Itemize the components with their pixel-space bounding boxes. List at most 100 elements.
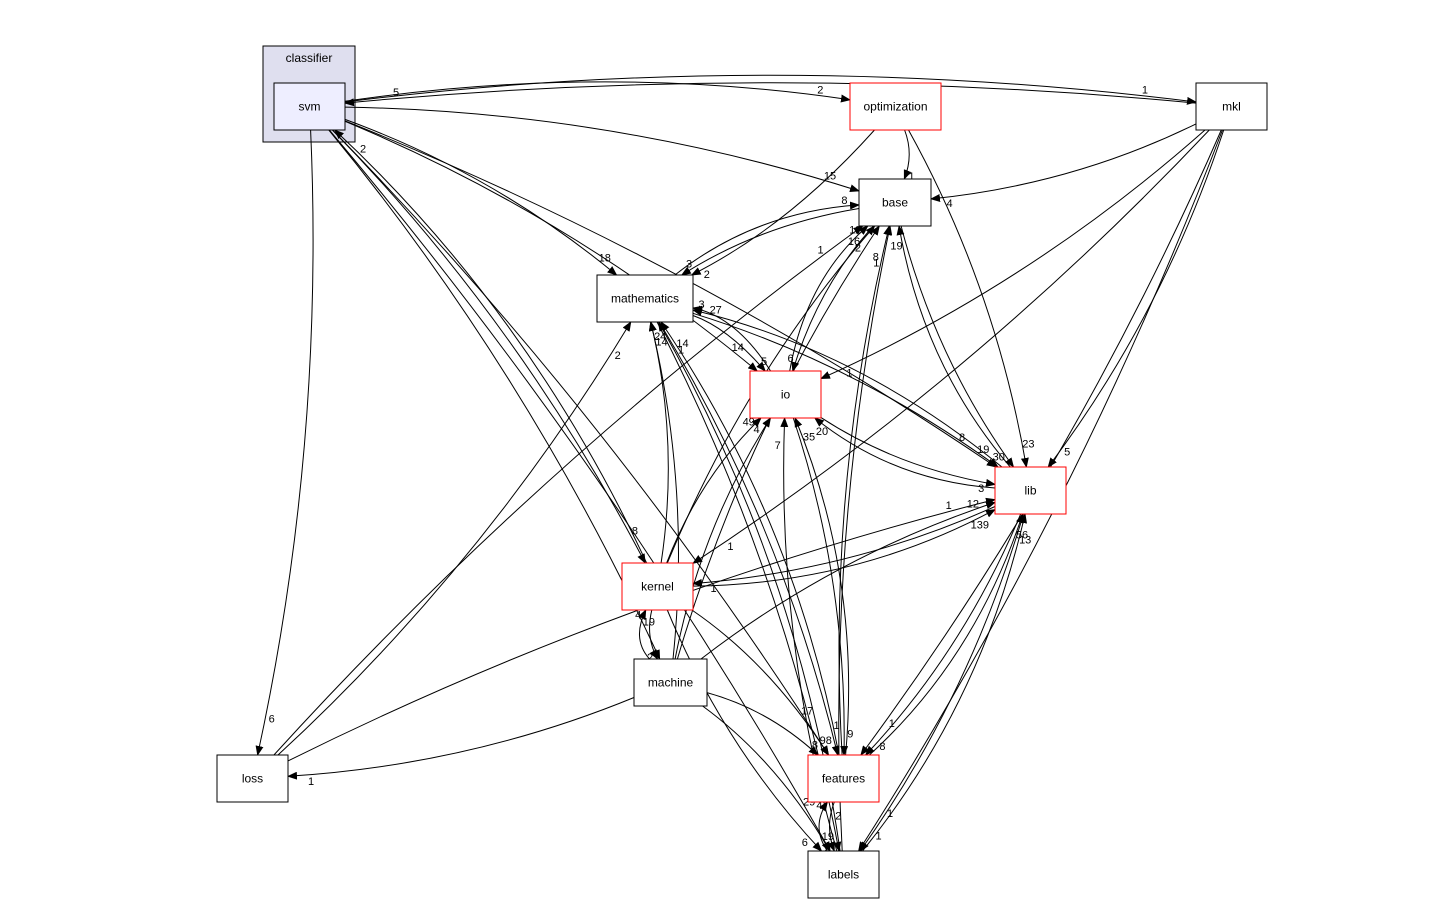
edge-label-io-to-features[interactable]: 9 xyxy=(847,728,853,740)
edge-label-io-to-base[interactable]: 12 xyxy=(849,224,861,236)
edge-label-mkl-to-kernel[interactable]: 1 xyxy=(727,541,733,553)
edge-label-labels-to-io[interactable]: 7 xyxy=(775,440,781,452)
edge-label-mathematics-to-lib[interactable]: 19 xyxy=(977,444,989,456)
node-box-machine[interactable] xyxy=(633,658,708,707)
edge-label-machine-to-features[interactable]: 8 xyxy=(812,739,818,751)
edge-label-optimization-to-mathematics[interactable]: 2 xyxy=(704,269,710,281)
edge-label-kernel-to-features[interactable]: 98 xyxy=(820,735,832,747)
edge-label-lib-to-kernel[interactable]: 1 xyxy=(711,583,717,595)
edge-label-features-to-mathematics[interactable]: 14 xyxy=(676,338,688,350)
node-kernel[interactable]: kernel xyxy=(621,562,694,611)
edge-label-features-to-lib[interactable]: 56 xyxy=(1016,530,1028,542)
edge-label-svm-to-mathematics[interactable]: 18 xyxy=(599,253,611,265)
edge-label-labels-to-mathematics[interactable]: 1 xyxy=(678,345,684,357)
node-box-labels[interactable] xyxy=(807,850,880,899)
node-labels[interactable]: labels xyxy=(807,850,880,899)
node-box-loss[interactable] xyxy=(216,754,289,803)
edge-label-machine-to-labels[interactable]: 19 xyxy=(822,831,834,843)
node-label-io: io xyxy=(781,388,791,402)
edge-label-lib-to-labels[interactable]: 1 xyxy=(876,830,882,842)
edge-label-mathematics-to-io[interactable]: 5 xyxy=(761,356,767,368)
edge-label-machine-to-io[interactable]: 4 xyxy=(753,424,759,436)
edge-loss-to-base xyxy=(273,225,864,756)
edge-label-mathematics-to-base[interactable]: 8 xyxy=(841,195,847,207)
edge-mkl-to-io xyxy=(820,129,1206,380)
node-loss[interactable]: loss xyxy=(216,754,289,803)
node-box-io[interactable] xyxy=(749,370,822,419)
node-features[interactable]: features xyxy=(807,754,880,803)
edge-label-optimization-to-lib[interactable]: 23 xyxy=(1022,438,1034,450)
node-svm[interactable]: svm xyxy=(273,82,346,131)
edge-label-kernel-to-labels[interactable]: 6 xyxy=(802,837,808,849)
edge-mathematics-to-features xyxy=(658,321,840,756)
edge-label-lib-to-io[interactable]: 20 xyxy=(816,426,828,438)
edge-label-loss-to-base[interactable]: 1 xyxy=(817,244,823,256)
edge-label-kernel-to-io[interactable]: 49 xyxy=(743,417,755,429)
edge-label-svm-to-optimization[interactable]: 2 xyxy=(817,84,823,96)
node-box-mkl[interactable] xyxy=(1195,82,1268,131)
edge-label-labels-to-lib[interactable]: 13 xyxy=(1019,534,1031,546)
edge-label-svm-to-lib[interactable]: 8 xyxy=(959,432,965,444)
node-box-svm[interactable] xyxy=(273,82,346,131)
node-base[interactable]: base xyxy=(858,178,932,227)
edge-label-machine-to-lib[interactable]: 12 xyxy=(967,499,979,511)
edge-svm-to-loss xyxy=(255,129,314,756)
edge-label-kernel-to-mathematics[interactable]: 24 xyxy=(654,331,666,343)
edge-label-base-to-lib[interactable]: 30 xyxy=(993,452,1005,464)
edge-label-loss-to-lib[interactable]: 1 xyxy=(946,500,952,512)
node-io[interactable]: io xyxy=(749,370,822,419)
edge-label-svm-to-kernel[interactable]: 8 xyxy=(632,525,638,537)
edge-label-kernel-to-machine[interactable]: 2 xyxy=(647,652,653,664)
edge-label-machine-to-loss[interactable]: 1 xyxy=(308,776,314,788)
node-mkl[interactable]: mkl xyxy=(1195,82,1268,131)
edge-label-lib-to-features[interactable]: 8 xyxy=(879,741,885,753)
edge-label-mathematics-to-labels[interactable]: 2 xyxy=(835,811,841,823)
edge-base-to-lib xyxy=(900,225,1015,468)
edge-label-machine-to-base[interactable]: 2 xyxy=(855,242,861,254)
edge-label-machine-to-mathematics[interactable]: 14 xyxy=(655,337,667,349)
edge-label-lib-to-mathematics[interactable]: 27 xyxy=(710,305,722,317)
node-box-features[interactable] xyxy=(807,754,880,803)
edge-label-loss-to-mathematics[interactable]: 2 xyxy=(615,350,621,362)
edge-label-mkl-to-features[interactable]: 1 xyxy=(889,718,895,730)
node-mathematics[interactable]: mathematics xyxy=(596,274,694,323)
edge-label-mkl-to-lib[interactable]: 5 xyxy=(1064,447,1070,459)
edge-label-mkl-to-base[interactable]: 4 xyxy=(947,198,953,210)
node-label-kernel: kernel xyxy=(641,580,674,594)
edge-label-features-to-labels[interactable]: 2 xyxy=(824,843,830,855)
edge-label-mathematics-to-features[interactable]: 1 xyxy=(833,720,839,732)
node-box-optimization[interactable] xyxy=(849,82,942,131)
edge-label-kernel-to-svm[interactable]: 2 xyxy=(360,143,366,155)
edge-label-svm-to-machine[interactable]: 19 xyxy=(643,616,655,628)
edge-label-svm-to-io[interactable]: 14 xyxy=(732,342,744,354)
node-lib[interactable]: lib xyxy=(994,466,1067,515)
edge-label-features-to-io[interactable]: 35 xyxy=(803,432,815,444)
edge-label-mkl-to-io[interactable]: 1 xyxy=(846,367,852,379)
edge-label-mkl-to-labels[interactable]: 1 xyxy=(887,808,893,820)
node-optimization[interactable]: optimization xyxy=(849,82,942,131)
edge-label-svm-to-features[interactable]: 17 xyxy=(801,706,813,718)
edge-label-kernel-to-base[interactable]: 16 xyxy=(848,236,860,248)
edge-label-labels-to-features[interactable]: 4 xyxy=(816,800,822,812)
edge-mathematics-to-base xyxy=(674,201,860,276)
edge-label-kernel-to-lib[interactable]: 139 xyxy=(971,519,989,531)
edge-label-labels-to-base[interactable]: 1 xyxy=(873,258,879,270)
edge-mkl-to-svm xyxy=(344,82,1197,107)
edge-label-svm-to-mkl[interactable]: 1 xyxy=(1142,85,1148,97)
node-box-base[interactable] xyxy=(858,178,932,227)
edge-label-io-to-lib[interactable]: 3 xyxy=(978,483,984,495)
edge-label-mkl-to-svm[interactable]: 5 xyxy=(393,87,399,99)
edge-label-optimization-to-base[interactable]: 1 xyxy=(908,171,914,183)
edge-label-io-to-mathematics[interactable]: 3 xyxy=(698,299,704,311)
node-box-kernel[interactable] xyxy=(621,562,694,611)
node-box-mathematics[interactable] xyxy=(596,274,694,323)
node-box-lib[interactable] xyxy=(994,466,1067,515)
node-machine[interactable]: machine xyxy=(633,658,708,707)
edge-label-lib-to-base[interactable]: 19 xyxy=(890,240,902,252)
edge-label-base-to-mathematics[interactable]: 3 xyxy=(686,258,692,270)
edge-label-base-to-io[interactable]: 6 xyxy=(787,353,793,365)
edge-label-svm-to-base[interactable]: 15 xyxy=(824,171,836,183)
edge-label-svm-to-loss[interactable]: 6 xyxy=(269,714,275,726)
edge-label-machine-to-kernel[interactable]: 4 xyxy=(635,609,641,621)
edge-label-features-to-base[interactable]: 8 xyxy=(873,252,879,264)
